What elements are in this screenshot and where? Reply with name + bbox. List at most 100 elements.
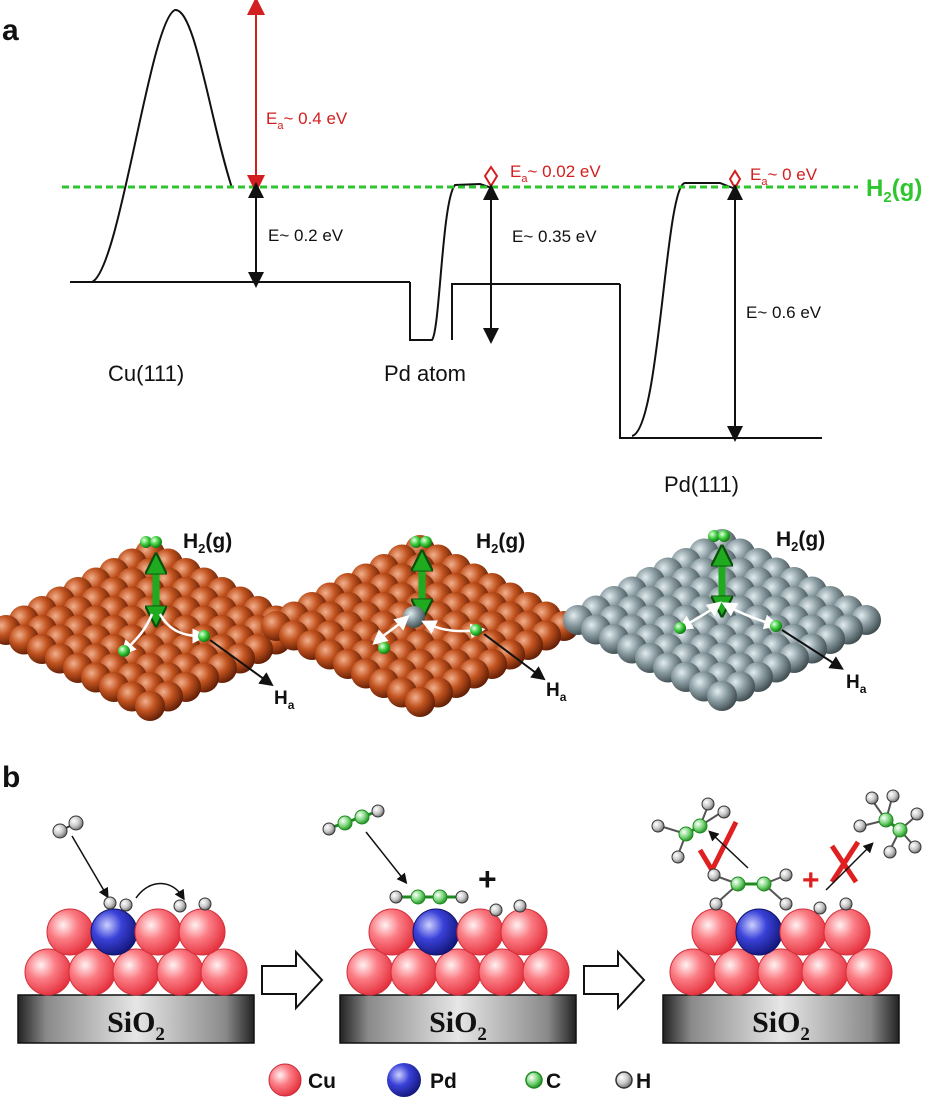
legend-c-label: C: [546, 1070, 561, 1093]
h-atom: [455, 890, 469, 904]
legend-pd-label: Pd: [430, 1070, 457, 1093]
acetylene-bond: [329, 810, 377, 830]
h-atom: [52, 823, 68, 839]
c-atom: [756, 876, 772, 892]
h-atom: [489, 903, 503, 917]
adatom-pointer: [209, 639, 274, 687]
legend-cu-swatch: [268, 1063, 302, 1097]
cu-atom: [68, 948, 116, 996]
pd-atom-step: [451, 283, 620, 340]
cu-atom: [757, 948, 805, 996]
cross-icon: [829, 840, 861, 884]
h-atom: [371, 804, 385, 818]
h2-molecule-atom: [150, 536, 162, 548]
c-atom: [410, 889, 426, 905]
slab1-h2-label: H2(g): [183, 530, 232, 556]
h-atom: [389, 890, 403, 904]
c-atom: [878, 812, 894, 828]
red-plus-sign: +: [802, 864, 820, 897]
h2-molecule-atom: [420, 536, 432, 548]
next-step-arrow: [583, 949, 646, 1011]
cu-atom: [156, 948, 204, 996]
diffusion-arrow: [721, 602, 780, 630]
h2-molecule-atom: [410, 536, 422, 548]
cu-atom: [390, 948, 438, 996]
h-adatom: [378, 642, 390, 654]
h-atom: [839, 897, 853, 911]
scene2-molecules: +: [322, 804, 527, 917]
adatom-pointer: [781, 629, 844, 670]
c-atom: [678, 826, 694, 842]
legend-c-swatch: [525, 1071, 543, 1089]
h-adatom: [198, 630, 210, 642]
adatom-pointer: [483, 633, 546, 681]
cu-atom: [346, 948, 394, 996]
slab3-ha-label: Ha: [846, 672, 867, 696]
cu111-slab-overlay: H2(g) Ha: [118, 530, 295, 712]
reaction-scene: SiO2: [17, 908, 255, 1045]
h-atom: [198, 897, 212, 911]
cu-atom: [779, 908, 827, 956]
h-atom: [908, 840, 922, 854]
sio2-substrate: [17, 994, 255, 1044]
plus-sign: +: [478, 861, 497, 897]
cu-atom: [178, 908, 226, 956]
h2-molecule-atom: [718, 530, 730, 542]
h2-gas-level-label: H2(g): [866, 175, 922, 206]
h-atom: [779, 897, 793, 911]
h-adatom: [770, 620, 782, 632]
legend-cu-label: Cu: [308, 1070, 336, 1093]
slab3-h2-label: H2(g): [776, 528, 825, 554]
energy-profile: H2(g) Ea~ 0.4 eV Ea~ 0.02 eV Ea~ 0 eV E~…: [62, 0, 922, 497]
cu-atom: [368, 908, 416, 956]
cu111-label: Cu(111): [108, 361, 184, 386]
h-adatom: [118, 645, 130, 657]
sio2-substrate: [339, 994, 577, 1044]
legend-pd-swatch: [387, 1063, 421, 1097]
pd-atom-barrier-label: Ea~ 0.02 eV: [510, 162, 601, 185]
h-adatom: [674, 622, 686, 634]
cu-energy-curve: [70, 8, 233, 283]
h-atom: [779, 868, 793, 882]
h-atom: [103, 896, 117, 910]
cu-atom: [845, 948, 893, 996]
pd-atom-binding-label: E~ 0.35 eV: [512, 227, 597, 246]
pd111-barrier-marker: [728, 169, 742, 191]
h-adatom: [470, 624, 482, 636]
approach-arrow: [71, 835, 109, 899]
reaction-scene: SiO2: [339, 908, 577, 1045]
h-atom: [513, 899, 527, 913]
approach-arrow: [365, 831, 408, 885]
hydrogenation-arrow: [825, 842, 874, 891]
scene1-molecules: [52, 815, 212, 913]
desorption-arrow: [708, 830, 749, 869]
sio2-label: SiO2: [752, 1006, 810, 1045]
cu-atom: [500, 908, 548, 956]
sio2-substrate: [662, 994, 900, 1044]
h-atom: [68, 815, 84, 831]
h-atom: [910, 807, 924, 821]
h-atom: [865, 791, 879, 805]
sio2-label: SiO2: [429, 1006, 487, 1045]
pd-atom-barrier-marker: [483, 165, 499, 188]
pd-surface-atom: [707, 681, 737, 711]
pd-atom: [90, 908, 138, 956]
slab2-ha-label: Ha: [546, 680, 567, 704]
cu-binding-label: E~ 0.2 eV: [268, 226, 344, 245]
cu-surface-atom: [135, 691, 165, 721]
h-atom: [813, 901, 827, 915]
h-atom: [853, 819, 867, 833]
h-atom: [671, 850, 685, 864]
cu-atom: [112, 948, 160, 996]
cu-atom: [46, 908, 94, 956]
pd111-barrier-label: Ea~ 0 eV: [750, 165, 818, 188]
h-atom: [883, 845, 897, 859]
pd111-binding-label: E~ 0.6 eV: [746, 303, 822, 322]
spillover-arrow: [135, 882, 185, 901]
slab2-h2-label: H2(g): [476, 530, 525, 556]
h-atom: [322, 822, 336, 836]
scene3-molecules: +: [651, 789, 924, 915]
cu-atom: [713, 948, 761, 996]
slab1-ha-label: Ha: [274, 688, 295, 712]
